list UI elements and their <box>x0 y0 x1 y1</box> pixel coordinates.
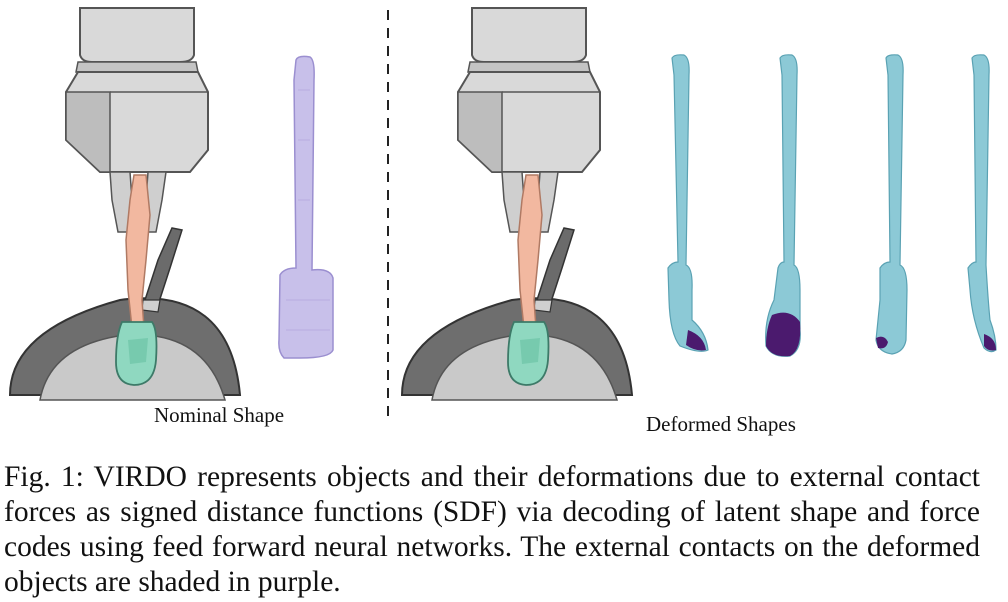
figure: Nominal Shape Deformed Shapes <box>8 7 997 436</box>
figure-caption: Fig. 1: VIRDO represents objects and the… <box>4 461 980 598</box>
nominal-shape <box>278 55 334 359</box>
left-scene <box>8 7 242 401</box>
label-deformed-shapes: Deformed Shapes <box>646 412 796 436</box>
spatula-right <box>507 174 550 386</box>
pan-handle-right <box>533 227 575 313</box>
deformed-shape-1 <box>667 54 709 352</box>
right-scene <box>400 7 634 401</box>
deformed-shape-4 <box>967 54 997 353</box>
deformed-shape-3 <box>875 54 908 355</box>
gripper-left <box>65 7 209 233</box>
deformed-shape-2 <box>765 54 801 357</box>
figure-illustration <box>8 7 997 420</box>
label-nominal-shape: Nominal Shape <box>154 403 285 427</box>
gripper-right <box>457 7 601 233</box>
spatula-left <box>115 174 158 386</box>
